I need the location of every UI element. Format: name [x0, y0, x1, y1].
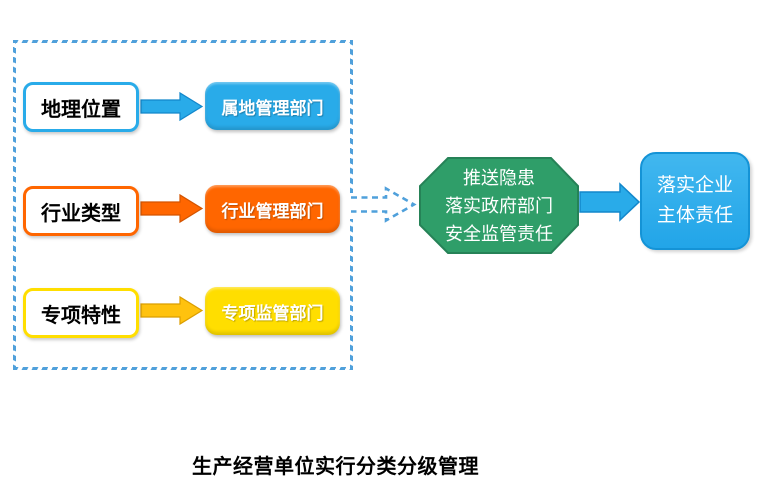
dept-label-territorial: 属地管理部门 [221, 98, 324, 118]
panel-border-right-lower [350, 219, 353, 370]
enterprise-node: 落实企业 主体责任 [640, 152, 750, 250]
government-line-1: 推送隐患 [463, 167, 535, 188]
factor-label-geography: 地理位置 [41, 98, 121, 121]
arrow-industry-to-industry-dept [140, 193, 204, 224]
factor-box-special: 专项特性 [23, 288, 139, 338]
panel-border-bottom [13, 367, 353, 370]
factor-box-geography: 地理位置 [23, 82, 139, 132]
factor-label-special: 专项特性 [41, 304, 121, 327]
dept-box-supervision: 专项监管部门 [205, 287, 340, 335]
dept-label-supervision: 专项监管部门 [221, 303, 324, 323]
arrow-geography-to-territorial [140, 91, 204, 122]
enterprise-line-2: 主体责任 [656, 205, 733, 226]
panel-border-right-upper [350, 40, 353, 193]
dashed-arrow-panel-to-government [351, 186, 417, 223]
panel-border-top [13, 40, 353, 43]
government-line-2: 落实政府部门 [445, 195, 553, 216]
dept-box-territorial: 属地管理部门 [205, 82, 340, 130]
factor-box-industry: 行业类型 [23, 186, 139, 236]
government-line-3: 安全监管责任 [445, 223, 553, 244]
dept-box-industry: 行业管理部门 [205, 185, 340, 233]
enterprise-line-1: 落实企业 [656, 175, 733, 196]
factor-label-industry: 行业类型 [41, 202, 121, 225]
panel-border-left [13, 40, 16, 370]
arrow-special-to-supervision [140, 295, 204, 326]
government-octagon [419, 157, 579, 254]
arrow-government-to-enterprise [579, 182, 641, 222]
diagram-caption: 生产经营单位实行分类分级管理 [192, 456, 479, 478]
dept-label-industry: 行业管理部门 [221, 201, 324, 221]
government-node-text: 推送隐患 落实政府部门 安全监管责任 [420, 158, 578, 253]
